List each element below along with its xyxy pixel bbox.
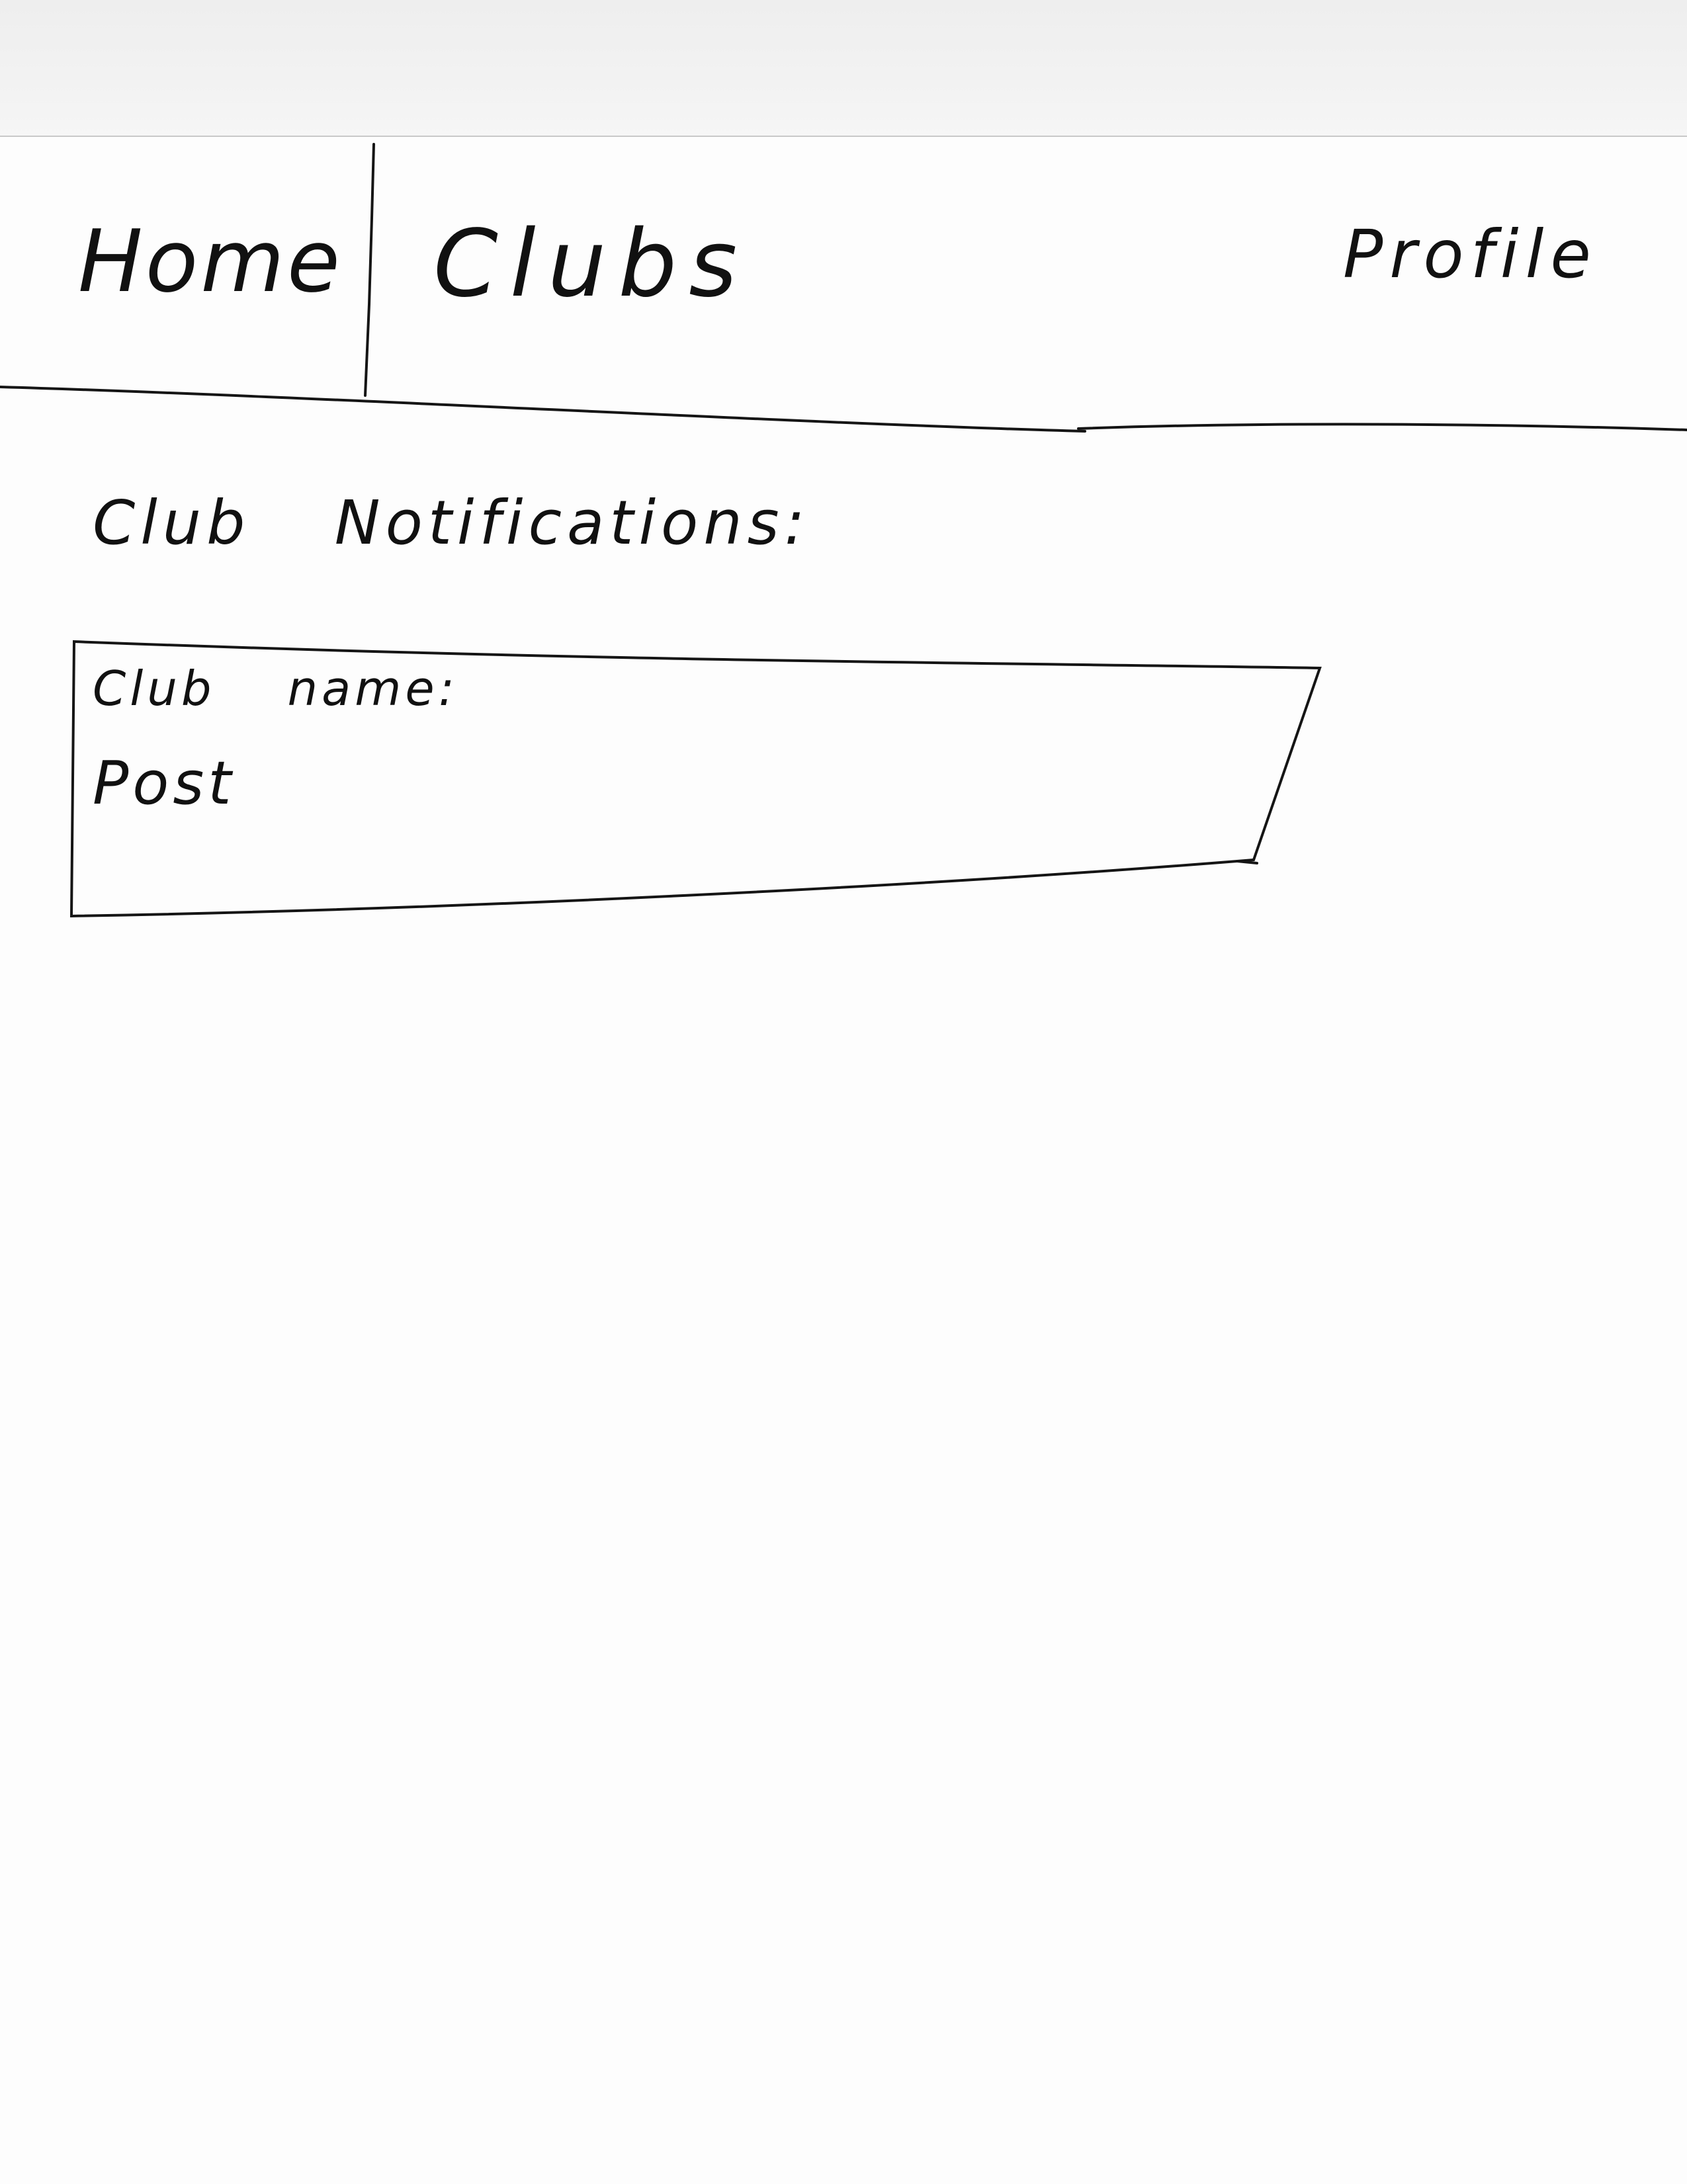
club-notifications-title: Club Notifications: [93,487,810,558]
nav-clubs[interactable]: Clubs [433,210,750,318]
scan-background [0,0,1687,139]
post-label: Post [93,749,236,818]
paper-sheet [0,136,1687,2184]
nav-profile[interactable]: Profile [1343,216,1598,293]
club-name-label: Club name: [93,661,458,716]
nav-home[interactable]: Home [78,211,343,312]
